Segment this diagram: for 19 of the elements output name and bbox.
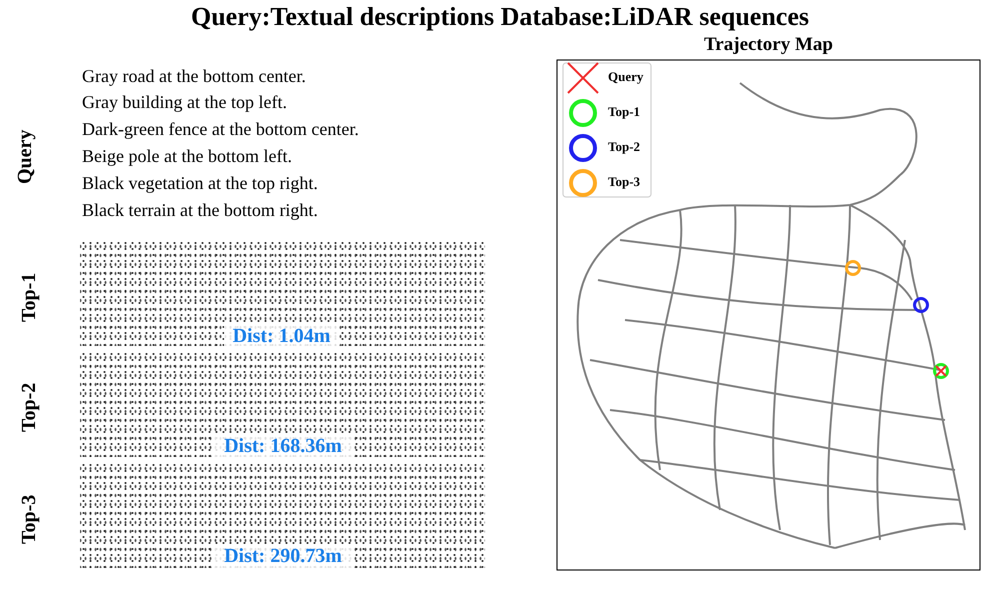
- legend-label: Top-2: [608, 139, 640, 155]
- description-text: Dark-green fence at the bottom center.: [82, 119, 359, 140]
- figure-title: Query:Textual descriptions Database:LiDAR sequences: [190, 2, 810, 32]
- description-text: Gray road at the bottom center.: [82, 66, 306, 87]
- legend-label: Query: [608, 69, 644, 85]
- description-text: Black vegetation at the top right.: [82, 173, 318, 194]
- description-text: Black terrain at the bottom right.: [82, 200, 318, 221]
- distance-label: Dist: 168.36m: [213, 435, 353, 458]
- row-label: Query: [14, 128, 37, 184]
- row-label: Top-3: [18, 494, 41, 544]
- panel-title: Trajectory Map: [703, 34, 834, 56]
- legend-label: Top-3: [608, 174, 640, 190]
- distance-label: Dist: 1.04m: [224, 325, 339, 348]
- row-label: Top-2: [18, 382, 41, 432]
- row-label: Top-1: [18, 272, 41, 322]
- legend-label: Top-1: [608, 104, 640, 120]
- description-text: Gray building at the top left.: [82, 92, 287, 113]
- distance-label: Dist: 290.73m: [213, 545, 353, 568]
- description-text: Beige pole at the bottom left.: [82, 146, 292, 167]
